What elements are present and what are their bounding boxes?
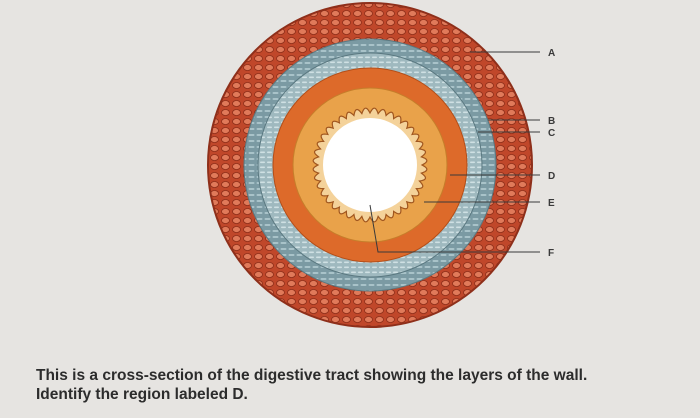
label-f: F bbox=[548, 248, 554, 259]
label-c: C bbox=[548, 128, 555, 139]
label-a: A bbox=[548, 48, 555, 59]
label-e: E bbox=[548, 198, 555, 209]
caption-line-2: Identify the region labeled D. bbox=[36, 386, 248, 403]
question-caption: This is a cross-section of the digestive… bbox=[36, 366, 686, 404]
digestive-tract-cross-section-diagram: A B C D E F bbox=[207, 2, 555, 328]
lumen bbox=[323, 118, 417, 212]
label-d: D bbox=[548, 171, 555, 182]
leader-line-f bbox=[369, 204, 540, 253]
caption-line-1: This is a cross-section of the digestive… bbox=[36, 367, 588, 384]
label-b: B bbox=[548, 116, 555, 127]
